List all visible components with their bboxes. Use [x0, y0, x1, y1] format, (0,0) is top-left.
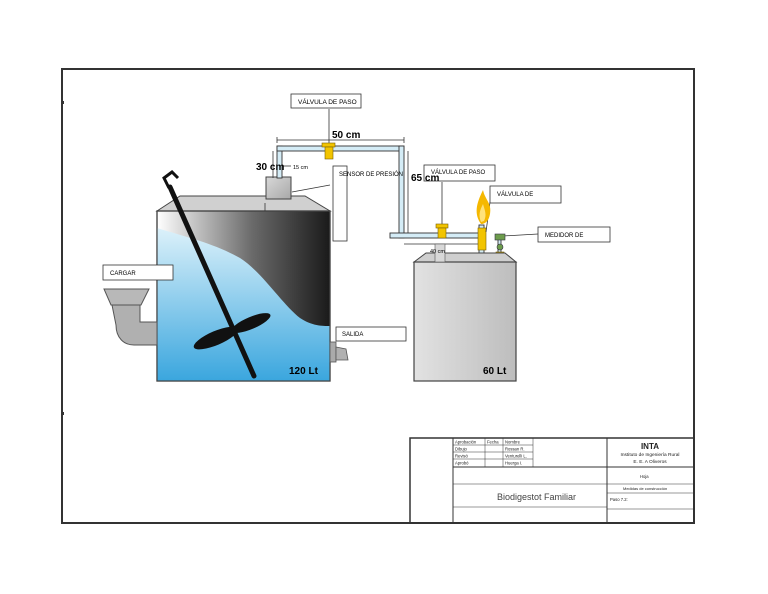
pressure-sensor-box	[265, 176, 292, 200]
outlet-spout	[329, 341, 349, 363]
label-valve-top: VÁLVULA DE PASO	[290, 93, 362, 109]
svg-text:MEDIDOR DE: MEDIDOR DE	[545, 233, 583, 239]
valve-mid[interactable]	[435, 182, 449, 239]
title-block-texts: Aprobación Fecha Nombre Dibujo Rossan R.…	[455, 440, 679, 503]
label-valve-mid: VÁLVULA DE PASO	[423, 164, 496, 182]
loading-funnel	[103, 288, 158, 346]
main-tank-volume: 120 Lt	[289, 366, 319, 377]
sheet-label: Hoja	[640, 474, 649, 479]
org-line1: Instituto de Ingeniería Rural	[621, 452, 680, 458]
drawing-title: Biodigestot Familiar	[497, 492, 576, 502]
label-burner-valve: VÁLVULA DE	[489, 185, 562, 204]
org-line2: E. E. A Oliveros	[633, 459, 667, 465]
svg-text:VÁLVULA DE: VÁLVULA DE	[497, 191, 533, 198]
row-role: Aprobó	[455, 461, 469, 466]
row-name: Rossan R.	[505, 447, 525, 452]
svg-text:SENSOR DE PRESIÓN: SENSOR DE PRESIÓN	[339, 171, 403, 178]
svg-text:VÁLVULA DE PASO: VÁLVULA DE PASO	[431, 169, 485, 176]
dim-vertical-left: 30 cm	[256, 162, 284, 173]
label-pressure-sensor: SENSOR DE PRESIÓN	[332, 165, 403, 242]
valve-top[interactable]	[321, 109, 336, 160]
dim-vertical-right: 65 cm	[411, 173, 439, 184]
label-load: CARGAR	[102, 264, 174, 281]
row-name: Venturelli L.	[505, 454, 527, 459]
flame-icon	[476, 190, 491, 224]
stirrer	[162, 170, 271, 379]
dim-bottom-run: 40 cm	[430, 249, 445, 255]
svg-text:CARGAR: CARGAR	[110, 271, 136, 277]
col-header: Fecha	[487, 440, 499, 445]
title-block	[409, 437, 695, 524]
label-outlet: SALIDA	[335, 326, 407, 342]
org-name: INTA	[641, 442, 659, 451]
dim-small-left: 15 cm	[293, 165, 308, 171]
gas-tank-volume: 60 Lt	[483, 366, 507, 377]
col-header: Aprobación	[455, 440, 477, 445]
step: Paso 7.2:	[610, 497, 628, 502]
col-header: Nombre	[505, 440, 521, 445]
row-role: Dibujo	[455, 447, 468, 452]
gas-holder-tank	[412, 243, 518, 382]
label-meter: MEDIDOR DE	[537, 226, 611, 243]
subject: Medidas de construcción	[623, 486, 667, 491]
dim-horizontal-top: 50 cm	[332, 130, 360, 141]
svg-text:VÁLVULA DE PASO: VÁLVULA DE PASO	[298, 97, 357, 106]
row-role: Revisó	[455, 454, 468, 459]
drawing-frame	[61, 68, 695, 524]
row-name: Huerga I.	[505, 461, 522, 466]
svg-text:SALIDA: SALIDA	[342, 332, 363, 338]
